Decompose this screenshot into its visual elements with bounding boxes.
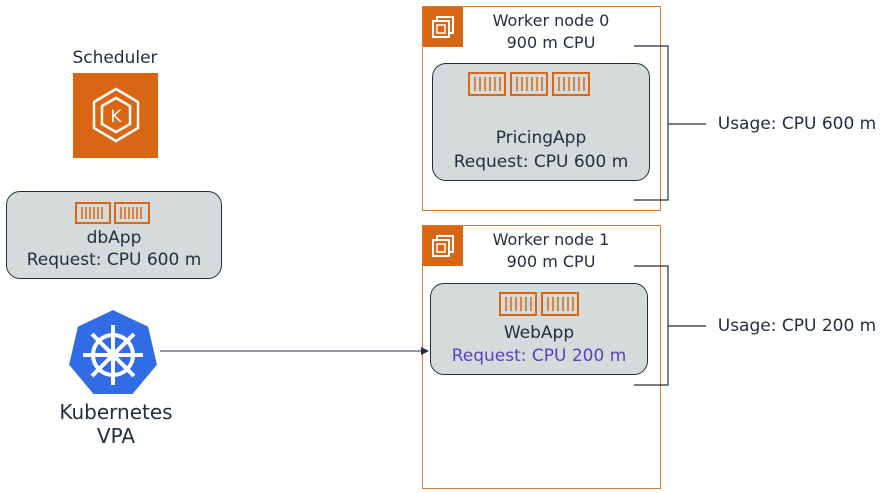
worker-node-1-capacity: 900 m CPU: [506, 252, 596, 271]
usage-label-node-0: Usage: CPU 600 m: [717, 114, 877, 134]
usage-brace-node-0: [634, 45, 706, 201]
web-app-request: Request: CPU 200 m: [451, 346, 627, 366]
usage-brace-node-1: [634, 265, 706, 386]
container-icon: [499, 292, 579, 316]
worker-node-1-title: Worker node 1: [492, 230, 610, 249]
ec2-instance-icon: [423, 7, 463, 47]
worker-node-0-capacity: 900 m CPU: [506, 33, 596, 52]
web-app-pod[interactable]: WebApp Request: CPU 200 m: [430, 283, 648, 375]
db-app-request: Request: CPU 600 m: [26, 250, 202, 270]
kubernetes-scheduler-icon: K: [73, 73, 158, 158]
pricing-app-request: Request: CPU 600 m: [453, 152, 629, 172]
db-app-pod[interactable]: dbApp Request: CPU 600 m: [6, 191, 222, 279]
kubernetes-helm-wheel-icon: [66, 307, 160, 396]
usage-label-node-1: Usage: CPU 200 m: [717, 316, 877, 336]
scheduler-label: Scheduler: [72, 48, 158, 68]
svg-text:K: K: [110, 107, 122, 127]
db-app-name: dbApp: [86, 228, 142, 248]
ec2-instance-icon: [423, 226, 463, 266]
vpa-label-line2: VPA: [96, 424, 136, 448]
container-icon: [468, 72, 590, 96]
web-app-name: WebApp: [503, 323, 575, 343]
worker-node-1[interactable]: Worker node 1 900 m CPU WebApp Request: …: [422, 225, 661, 489]
worker-node-0-title: Worker node 0: [492, 11, 610, 30]
pricing-app-pod[interactable]: PricingApp Request: CPU 600 m: [432, 63, 650, 181]
container-icon: [75, 202, 150, 224]
vpa-label-line1: Kubernetes: [59, 400, 173, 424]
worker-node-0[interactable]: Worker node 0 900 m CPU PricingApp Reque…: [422, 6, 661, 211]
pricing-app-name: PricingApp: [495, 128, 587, 148]
